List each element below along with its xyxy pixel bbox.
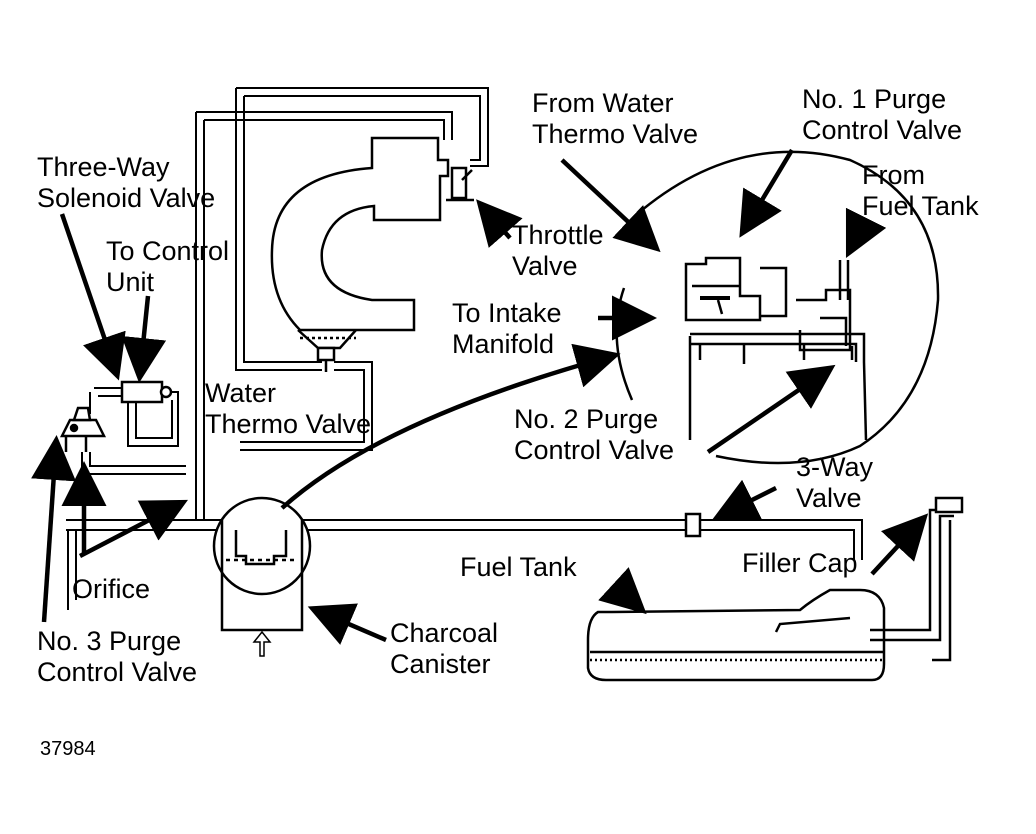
label-orifice: Orifice <box>72 574 151 604</box>
three-way-solenoid-valve-device <box>120 380 173 404</box>
leader-arrows <box>31 148 929 645</box>
air-intake-duct <box>270 136 450 372</box>
label-no1-purge-control-valve: No. 1 Purge Control Valve <box>802 84 963 145</box>
throttle-valve-device <box>446 166 474 202</box>
three-way-valve-device <box>684 512 702 538</box>
label-to-control-unit: To Control Unit <box>106 236 230 297</box>
label-from-water-thermo-valve: From Water Thermo Valve <box>532 88 699 149</box>
label-filler-cap: Filler Cap <box>742 548 858 578</box>
label-fuel-tank: Fuel Tank <box>460 552 577 582</box>
charcoal-canister-device <box>212 496 312 657</box>
no3-purge-valve-device <box>59 406 107 452</box>
fuel-tank-device <box>586 496 964 682</box>
label-no2-purge-control-valve: No. 2 Purge Control Valve <box>514 404 675 465</box>
label-from-fuel-tank: From Fuel Tank <box>862 160 979 221</box>
label-water-thermo-valve: Water Thermo Valve <box>205 378 372 439</box>
purge-valve-assembly <box>615 150 940 465</box>
label-three-way-solenoid-valve: Three-Way Solenoid Valve <box>37 152 216 213</box>
vacuum-hoses <box>66 87 863 610</box>
label-no3-purge-control-valve: No. 3 Purge Control Valve <box>37 626 198 687</box>
figure-number: 37984 <box>40 738 96 760</box>
label-throttle-valve: Throttle Valve <box>512 220 604 281</box>
label-charcoal-canister: Charcoal Canister <box>390 618 499 679</box>
label-to-intake-manifold: To Intake Manifold <box>452 298 562 359</box>
label-three-way-valve: 3-Way Valve <box>796 452 874 513</box>
